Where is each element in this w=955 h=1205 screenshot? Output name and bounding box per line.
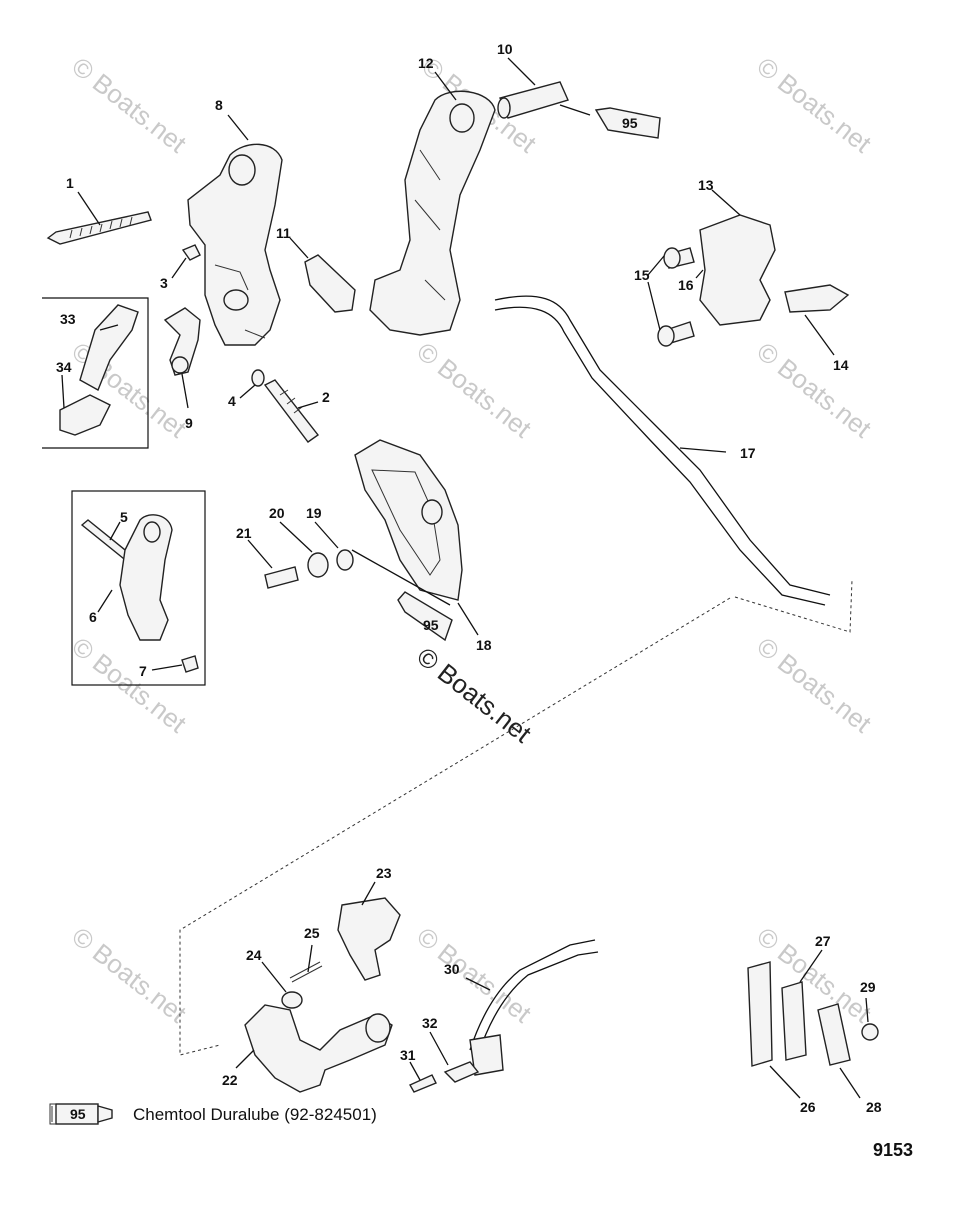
part-27-shim: [781, 981, 807, 1061]
watermark: © Boats.net: [751, 336, 877, 444]
tube-label: 95: [622, 115, 638, 131]
rod-dashed-end: [734, 579, 853, 633]
part-28-shim: [817, 1003, 851, 1066]
callout-11: 11: [276, 225, 291, 241]
grease-tube-mid: 95: [397, 591, 453, 642]
part-15-bolts: [657, 247, 695, 347]
watermark: © Boats.net: [411, 921, 537, 1029]
part-30-harness: [469, 939, 599, 1076]
watermarks: © Boats.net © Boats.net © Boats.net © Bo…: [66, 51, 877, 1029]
part-17-rod-edge: [494, 306, 826, 606]
callout-27: 27: [815, 933, 831, 949]
part-11-link: [304, 254, 356, 313]
part-29-bolt: [861, 1023, 879, 1041]
watermark: © Boats.net: [751, 631, 877, 739]
callout-23: 23: [376, 865, 392, 881]
part-23-cover: [337, 897, 401, 981]
callout-19: 19: [306, 505, 322, 521]
part-21-bolt: [264, 566, 299, 589]
part-1-bolt: [46, 211, 152, 245]
part-31-screw: [409, 1074, 437, 1093]
grease-tube-top: 95: [594, 107, 661, 139]
part-10-pin: [497, 81, 569, 119]
inset-box-33-34: [42, 297, 149, 449]
callout-28: 28: [866, 1099, 882, 1115]
drawing-number: 9153: [873, 1140, 914, 1160]
part-17-rod: [494, 295, 831, 596]
legend-tube-icon: 95: [49, 1103, 113, 1125]
part-19-spacer: [336, 549, 354, 571]
callout-8: 8: [215, 97, 223, 113]
callout-labels: 1 2 3 4 5 6 7 8 9 10 11 12 13 14 15 16 1…: [56, 41, 882, 1115]
inset-box-5-7: [71, 490, 206, 686]
callout-29: 29: [860, 979, 876, 995]
callout-10: 10: [497, 41, 513, 57]
legend-tube-label: 95: [70, 1106, 86, 1122]
callout-31: 31: [400, 1047, 416, 1063]
callout-4: 4: [228, 393, 236, 409]
callout-17: 17: [740, 445, 756, 461]
callout-26: 26: [800, 1099, 816, 1115]
callout-30: 30: [444, 961, 460, 977]
callout-9: 9: [185, 415, 193, 431]
callout-14: 14: [833, 357, 849, 373]
callout-16: 16: [678, 277, 694, 293]
part-26-shim: [747, 961, 773, 1067]
part-13-bracket: [699, 214, 850, 326]
leader-lines: [61, 57, 869, 1099]
part-20-washer: [307, 552, 329, 578]
tube-label: 95: [423, 617, 439, 633]
callout-12: 12: [418, 55, 434, 71]
callout-33: 33: [60, 311, 76, 327]
callout-22: 22: [222, 1072, 238, 1088]
callout-2: 2: [322, 389, 330, 405]
watermark: © Boats.net: [66, 51, 192, 159]
callout-13: 13: [698, 177, 714, 193]
callout-20: 20: [269, 505, 285, 521]
part-9-lever: [163, 307, 201, 376]
callout-34: 34: [56, 359, 72, 375]
part-7-nut: [181, 655, 199, 673]
legend-text: Chemtool Duralube (92-824501): [133, 1105, 377, 1124]
watermark-center: © Boats.net: [411, 641, 537, 749]
watermark: © Boats.net: [66, 921, 192, 1029]
part-3-clip: [181, 244, 201, 261]
dashed-connector: [179, 597, 731, 1056]
callout-7: 7: [139, 663, 147, 679]
part-18-plate: [354, 439, 463, 601]
callout-1: 1: [66, 175, 74, 191]
part-12-arm: [369, 90, 496, 336]
part-32-plate: [443, 1061, 480, 1083]
callout-6: 6: [89, 609, 97, 625]
part-24-washer: [281, 991, 303, 1009]
watermark: © Boats.net: [751, 51, 877, 159]
callout-21: 21: [236, 525, 252, 541]
part-22-bracket: [244, 1004, 393, 1093]
callout-5: 5: [120, 509, 128, 525]
part-25-cotter-pin: [289, 961, 323, 983]
part-33-link: [59, 304, 139, 436]
part-inset-bracket: [119, 514, 173, 641]
callout-25: 25: [304, 925, 320, 941]
callout-32: 32: [422, 1015, 438, 1031]
callout-18: 18: [476, 637, 492, 653]
callout-24: 24: [246, 947, 262, 963]
callout-15: 15: [634, 267, 650, 283]
callout-3: 3: [160, 275, 168, 291]
watermark: © Boats.net: [411, 336, 537, 444]
part-4-washer: [251, 369, 265, 387]
part-8-bracket: [187, 143, 283, 346]
part-2-bolt: [263, 379, 320, 443]
